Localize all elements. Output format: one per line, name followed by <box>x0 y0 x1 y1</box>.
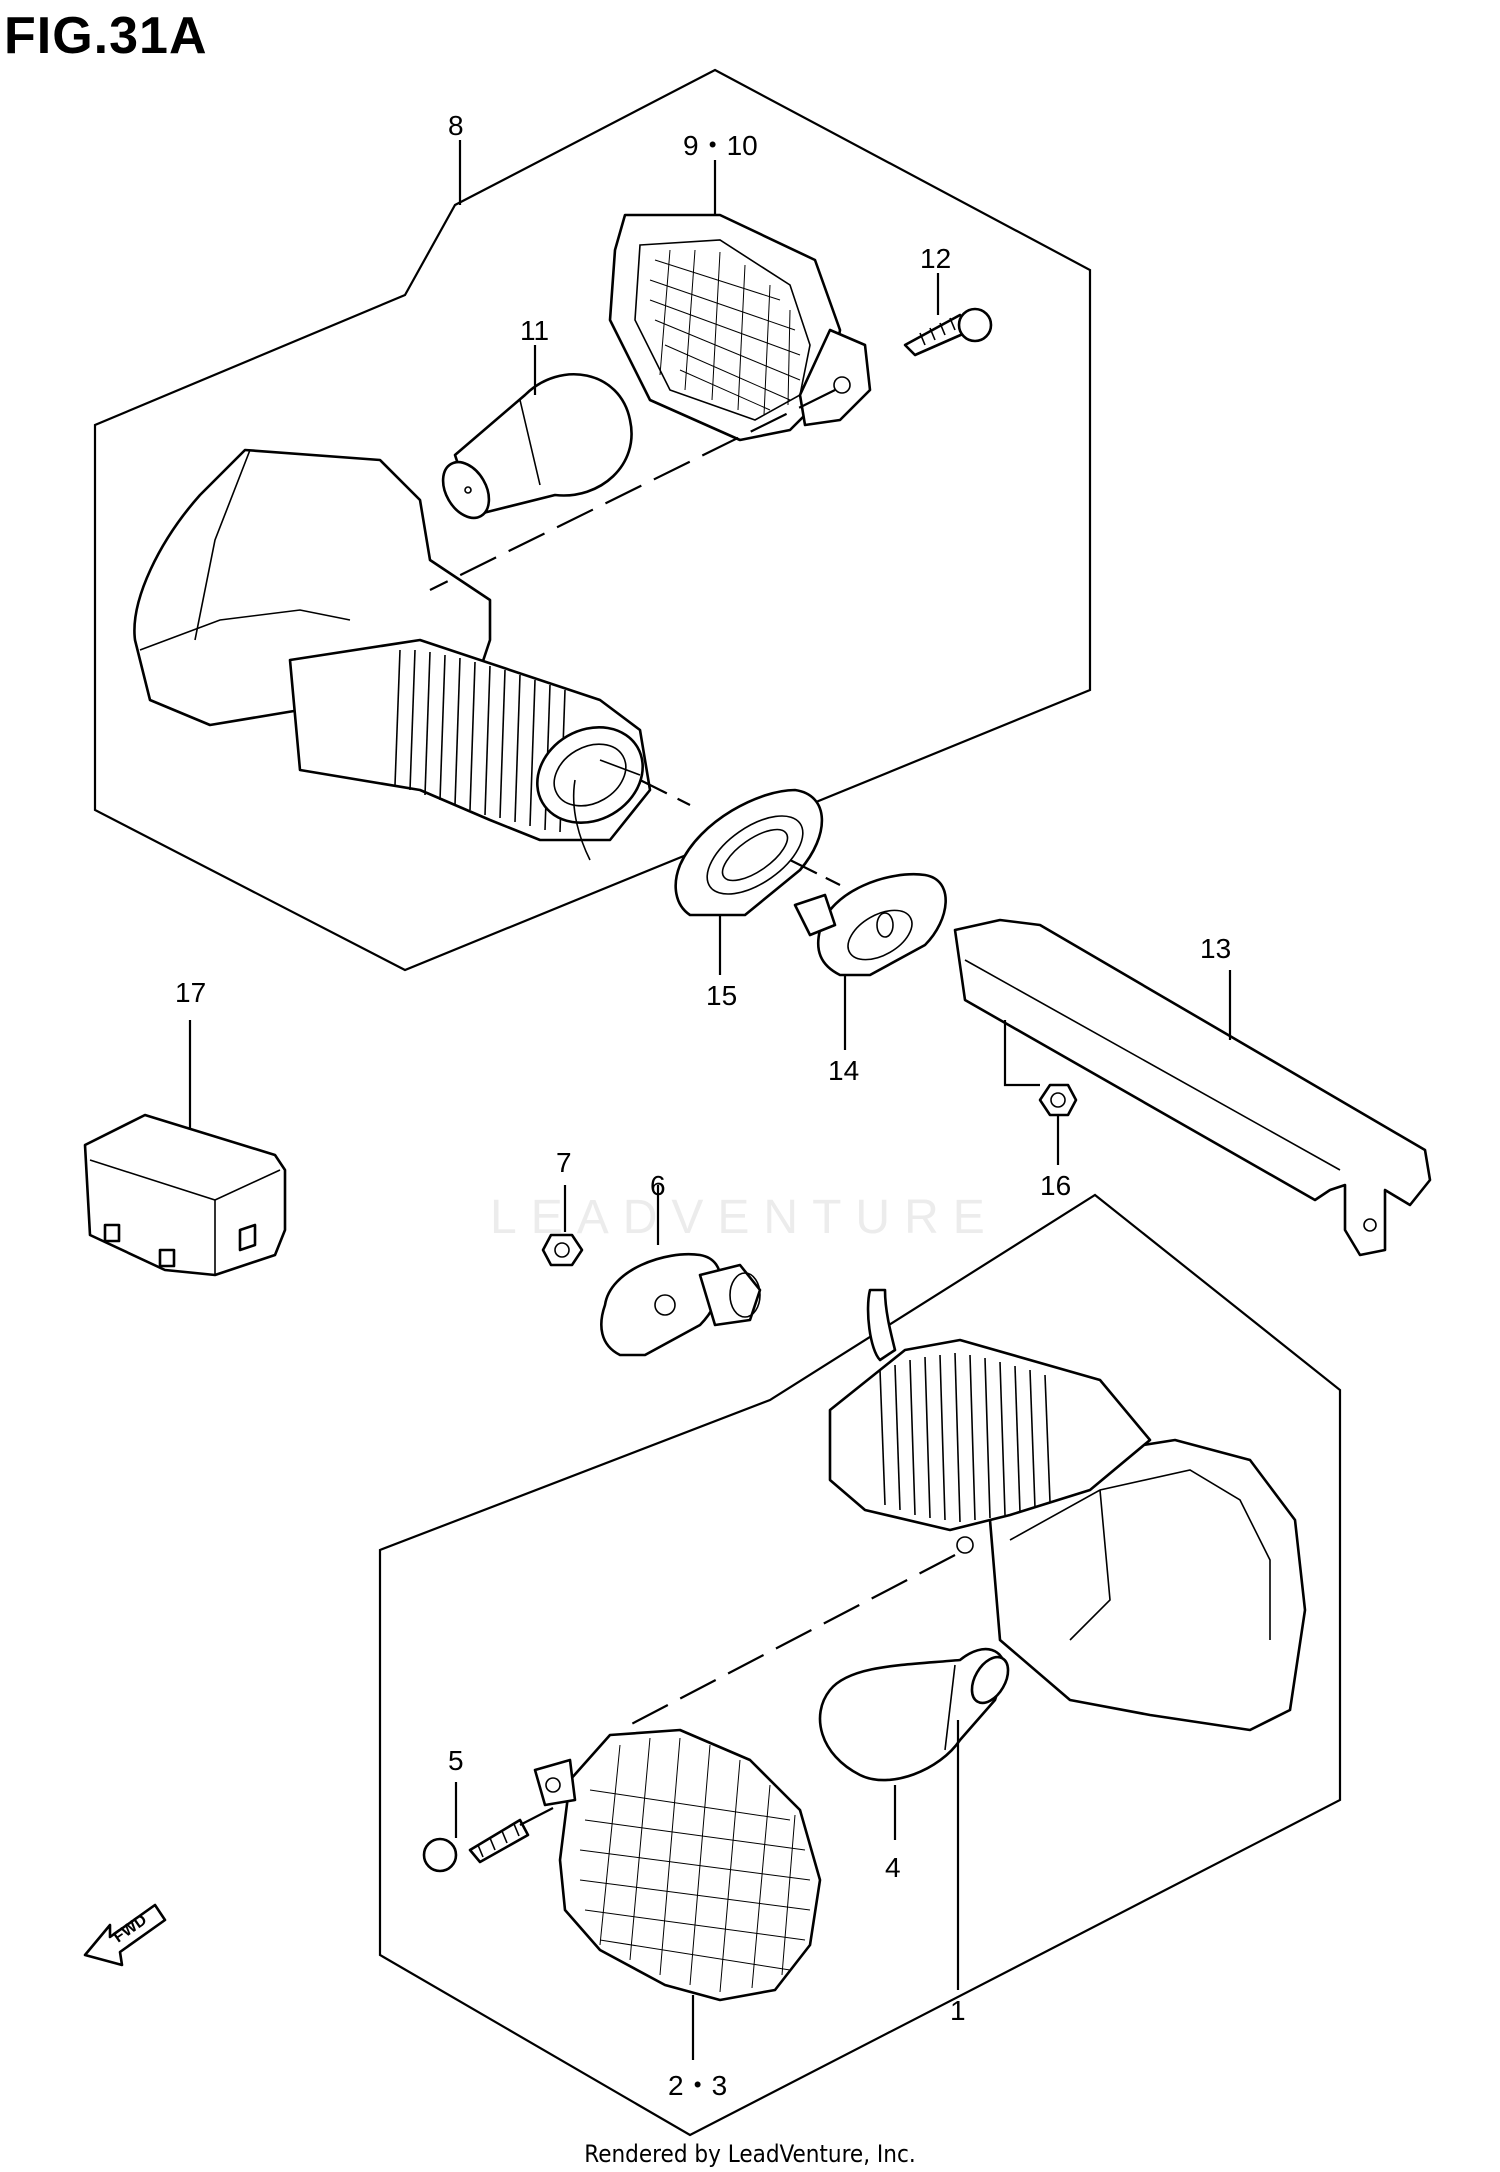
nut-7 <box>541 1233 584 1267</box>
lower-turn-signal-assembly <box>378 1193 1342 2137</box>
callout-14: 14 <box>828 1055 859 1086</box>
callout-1: 1 <box>950 1995 966 2026</box>
callout-16: 16 <box>1040 1170 1071 1201</box>
callout-12: 12 <box>920 243 951 274</box>
nut-16 <box>1038 1083 1078 1117</box>
bracket-13 <box>953 918 1432 1257</box>
render-credit: Rendered by LeadVenture, Inc. <box>584 2140 916 2168</box>
upper-turn-signal-assembly <box>93 68 1092 972</box>
callout-7: 7 <box>556 1147 572 1178</box>
callout-9-10: 9・10 <box>683 130 758 161</box>
callout-4: 4 <box>885 1852 901 1883</box>
lower-bulb <box>818 1647 1010 1782</box>
figure-title: FIG.31A <box>4 7 208 65</box>
callout-15: 15 <box>706 980 737 1011</box>
callout-8: 8 <box>448 110 464 141</box>
callout-2-3: 2・3 <box>668 2070 727 2101</box>
upper-screw <box>903 307 993 357</box>
relay-17 <box>83 1113 287 1277</box>
callout-17: 17 <box>175 977 206 1008</box>
callout-11: 11 <box>520 315 549 346</box>
lower-lens <box>533 1728 822 2002</box>
callout-13: 13 <box>1200 933 1231 964</box>
callout-6: 6 <box>650 1170 666 1201</box>
gasket-15 <box>674 788 824 917</box>
lower-screw <box>422 1818 530 1873</box>
lower-housing <box>988 1438 1307 1732</box>
lower-rubber-boot <box>828 1338 1152 1532</box>
forward-direction-arrow: FWD <box>83 1903 167 1967</box>
mount-6 <box>600 1252 762 1357</box>
callout-5: 5 <box>448 1745 464 1776</box>
upper-bulb <box>441 373 633 520</box>
mount-14 <box>793 872 947 977</box>
